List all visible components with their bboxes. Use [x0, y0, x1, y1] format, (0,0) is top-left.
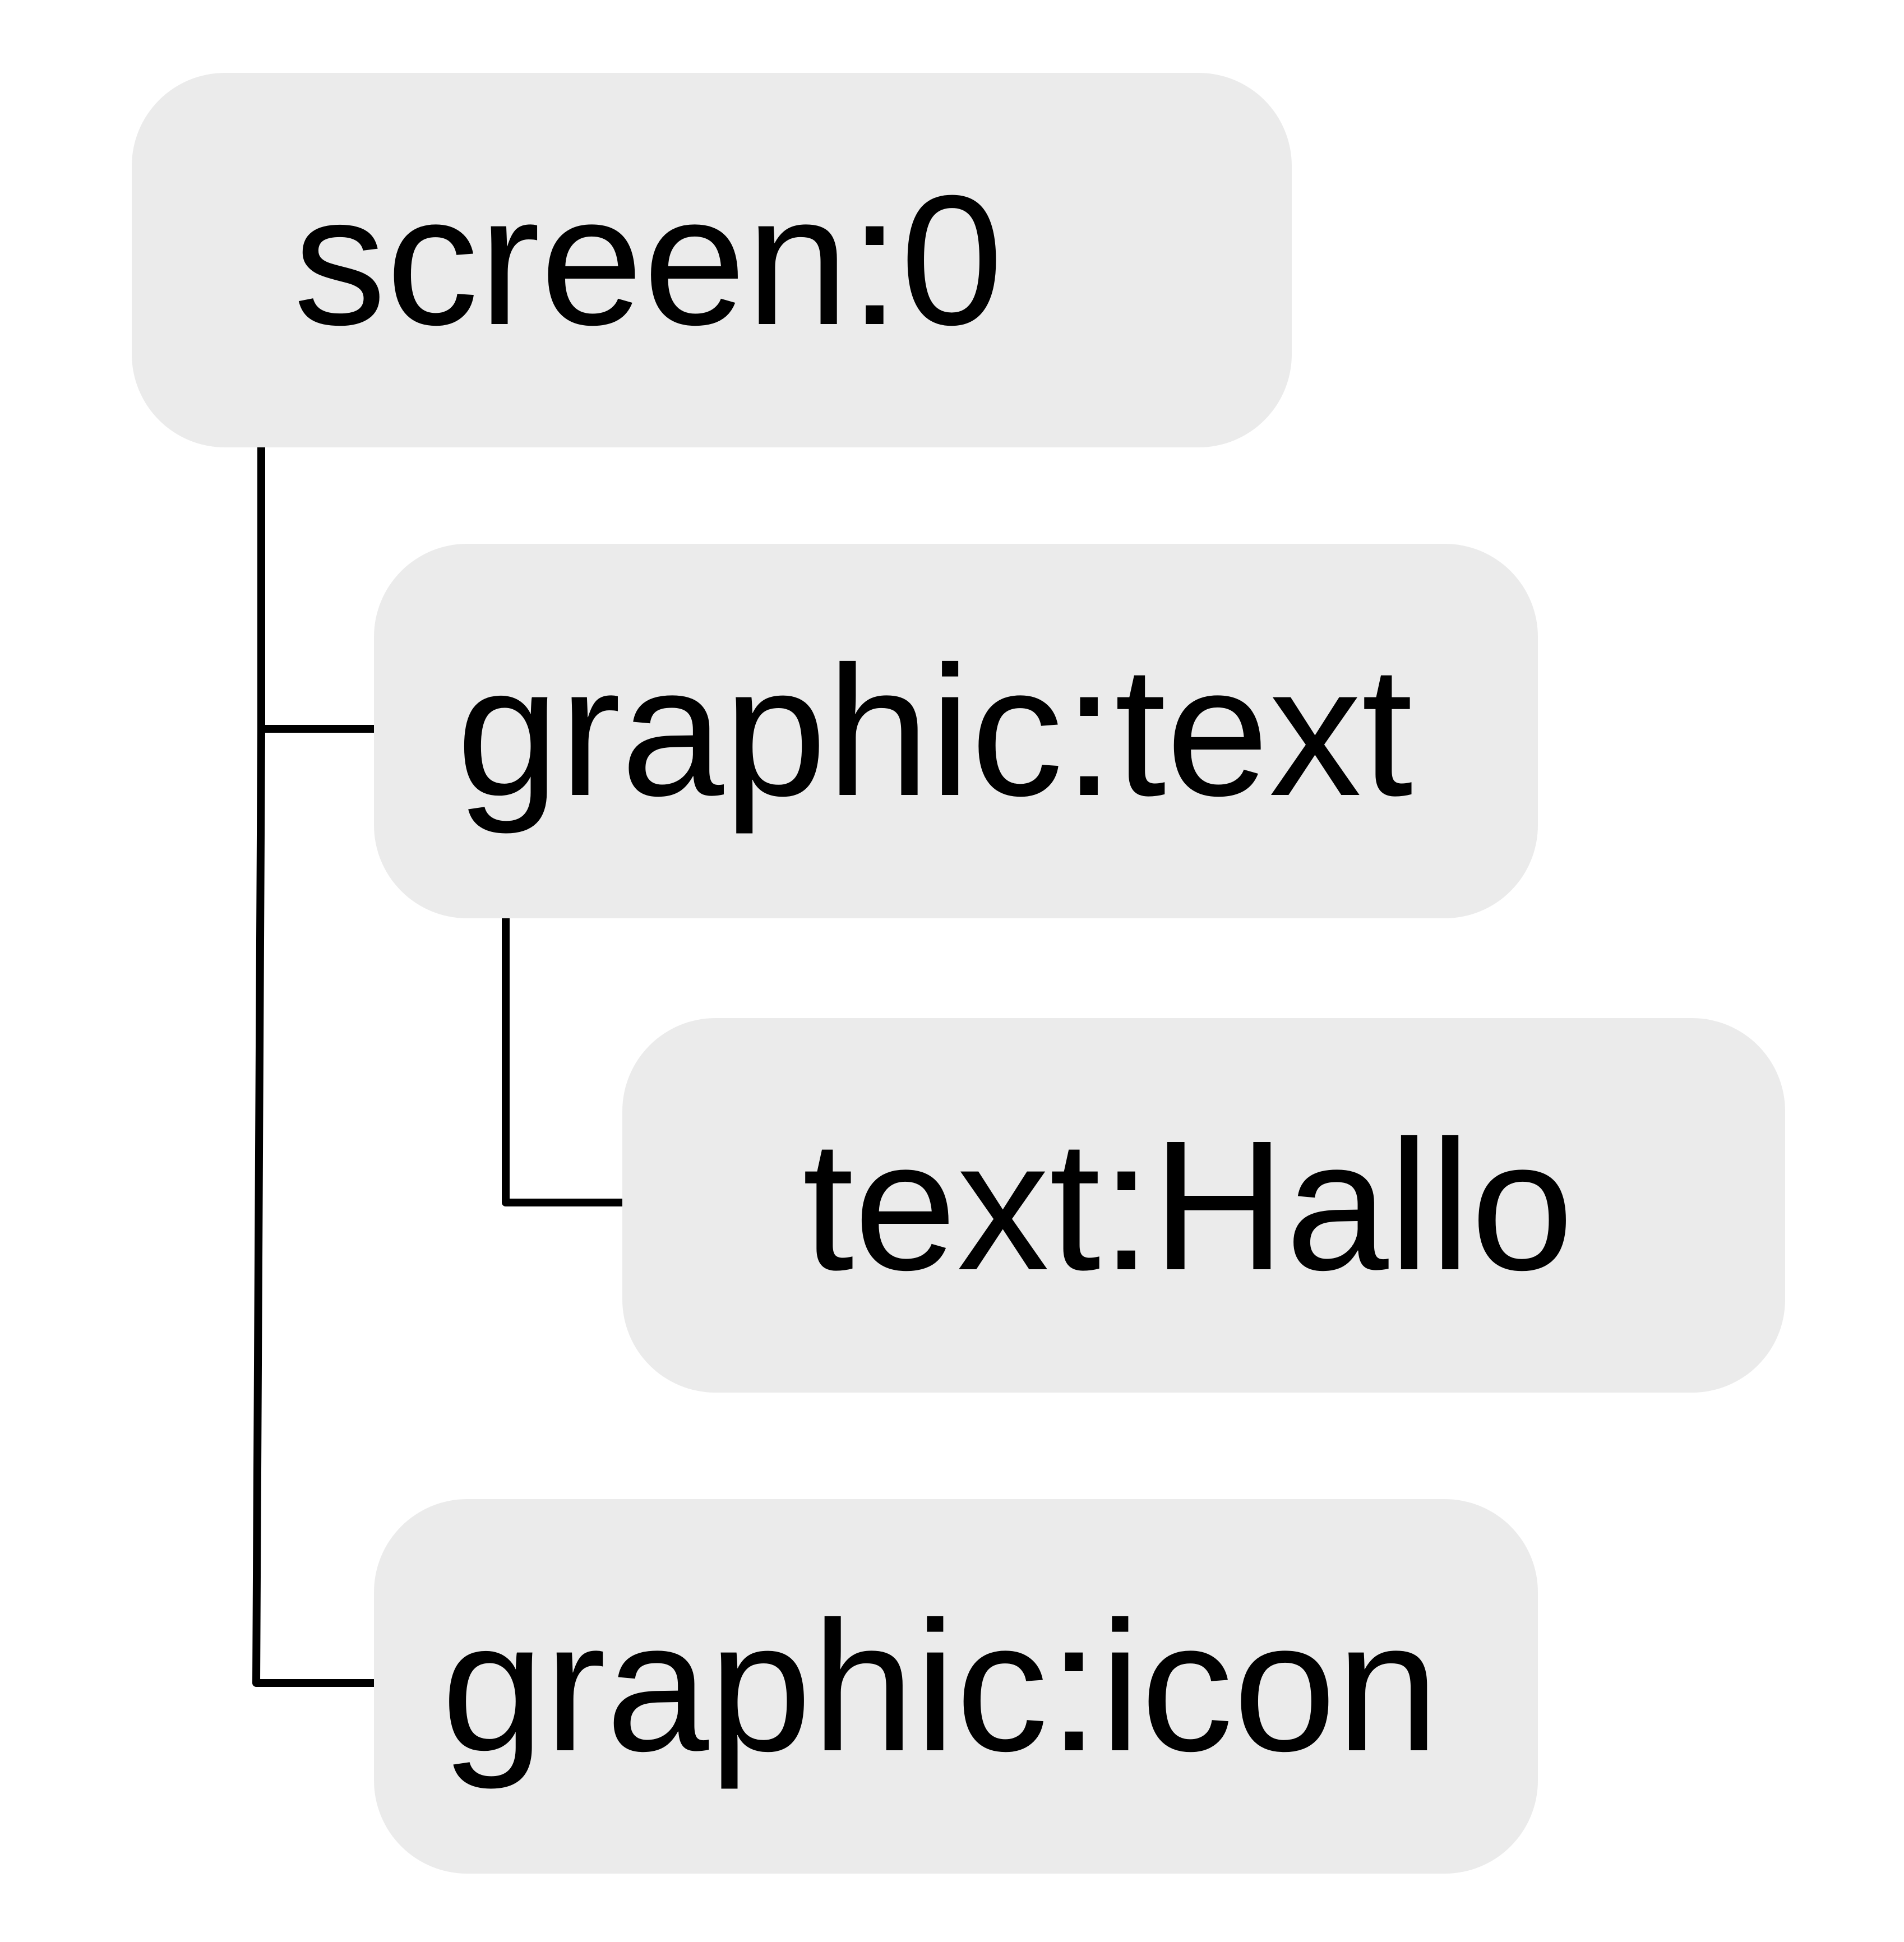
node-graphic-icon-label: graphic:icon [441, 1583, 1439, 1790]
node-graphic-text[interactable]: graphic:text [374, 544, 1538, 918]
node-graphic-icon[interactable]: graphic:icon [374, 1499, 1538, 1874]
node-screen-label: screen:0 [293, 156, 1004, 363]
connector-screen-to-graphic-text [257, 443, 378, 733]
connector-screen-to-graphic-icon [252, 725, 378, 1687]
node-graphic-text-label: graphic:text [456, 627, 1413, 834]
node-text-hallo[interactable]: text:Hallo [622, 1018, 1785, 1393]
node-text-hallo-label: text:Hallo [802, 1102, 1574, 1308]
node-screen[interactable]: screen:0 [132, 73, 1292, 447]
connector-graphic-text-to-text-hallo [502, 914, 626, 1206]
